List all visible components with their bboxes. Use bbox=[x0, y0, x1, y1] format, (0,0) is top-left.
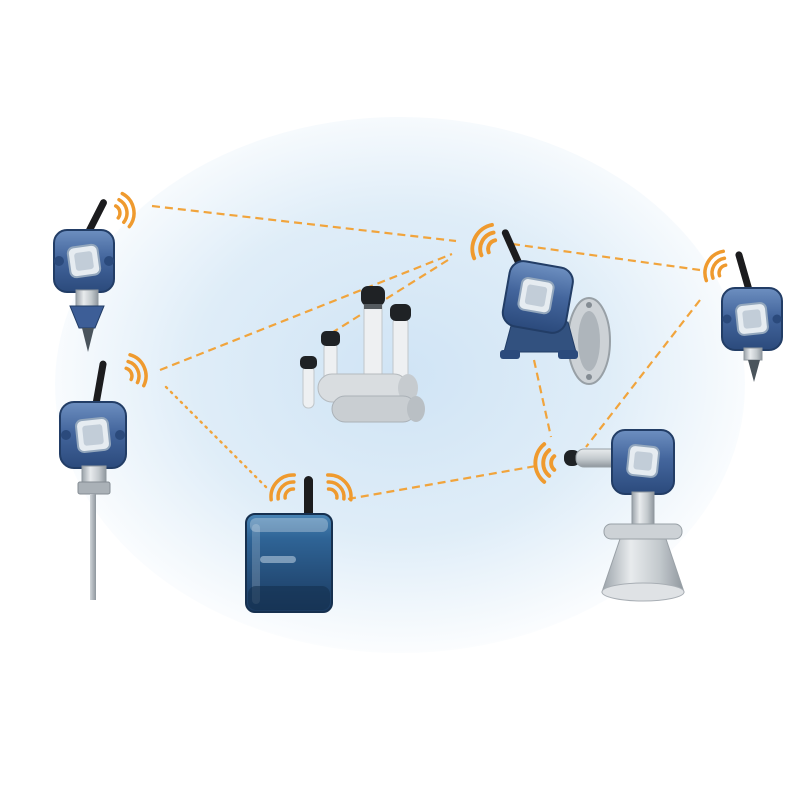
antenna-icon bbox=[735, 251, 753, 293]
riser-pipe bbox=[631, 491, 655, 527]
transmitter-head bbox=[501, 260, 574, 334]
link-topright-farright bbox=[511, 242, 701, 272]
device-transmitter-left bbox=[59, 360, 127, 600]
antenna-icon bbox=[501, 229, 524, 271]
box-side-highlight bbox=[252, 524, 260, 604]
mesh-links bbox=[151, 204, 701, 501]
device-transmitter-far-right bbox=[721, 251, 783, 382]
display-window bbox=[66, 243, 102, 279]
pipe bbox=[363, 297, 383, 385]
probe-tip bbox=[82, 328, 94, 352]
pipe bbox=[302, 365, 315, 409]
tank-end-cap bbox=[398, 374, 418, 402]
link-topright-radar bbox=[532, 359, 553, 438]
antenna-stub-icon bbox=[564, 450, 580, 466]
process-connection bbox=[81, 465, 107, 483]
process-connection bbox=[75, 289, 99, 307]
box-bottom-band bbox=[248, 586, 330, 610]
flange-bolt bbox=[586, 302, 592, 308]
wifi-icon-top-left bbox=[111, 190, 139, 231]
side-bolt bbox=[772, 314, 782, 324]
device-transmitter-top-left bbox=[53, 199, 115, 352]
link-topright-manifold bbox=[329, 259, 449, 335]
link-gateway-radar bbox=[347, 464, 537, 501]
side-bolt bbox=[104, 256, 114, 266]
device-radar-level-transmitter bbox=[564, 429, 685, 602]
display-window bbox=[735, 302, 769, 336]
antenna-icon bbox=[304, 476, 313, 518]
display-inner bbox=[524, 284, 548, 307]
probe-tip bbox=[748, 360, 760, 382]
pipe-cap bbox=[321, 331, 340, 346]
process-connection bbox=[743, 347, 763, 361]
base-foot bbox=[500, 350, 520, 359]
hex-nut bbox=[77, 481, 111, 495]
pipe-manifold bbox=[300, 286, 425, 423]
display-window bbox=[75, 417, 111, 453]
link-left-topright bbox=[159, 252, 453, 372]
box-top-highlight bbox=[250, 518, 328, 532]
flange-bolt bbox=[586, 374, 592, 380]
side-bolt bbox=[722, 314, 732, 324]
device-transmitter-top-right bbox=[500, 229, 611, 385]
pipe-cap bbox=[300, 356, 317, 369]
tank-end-cap bbox=[407, 396, 425, 422]
device-gateway bbox=[245, 476, 333, 613]
link-left-gateway bbox=[164, 385, 268, 489]
side-bolt bbox=[61, 430, 71, 440]
thermowell-probe bbox=[90, 494, 96, 600]
pipe-cap bbox=[390, 304, 411, 321]
flange-plate bbox=[603, 523, 683, 540]
valve-cone bbox=[69, 305, 105, 329]
flange-inner bbox=[578, 311, 600, 371]
horn-rim bbox=[601, 582, 685, 602]
link-farright-radar bbox=[585, 299, 701, 448]
tank-cylinder-bottom bbox=[331, 395, 417, 423]
side-bolt bbox=[54, 256, 64, 266]
pipe-cap bbox=[361, 286, 385, 306]
pipe-band bbox=[364, 304, 382, 309]
label-strip bbox=[260, 556, 296, 563]
base-foot bbox=[558, 350, 578, 359]
display-window bbox=[626, 444, 660, 478]
side-bolt bbox=[115, 430, 125, 440]
antenna-icon bbox=[92, 360, 107, 407]
